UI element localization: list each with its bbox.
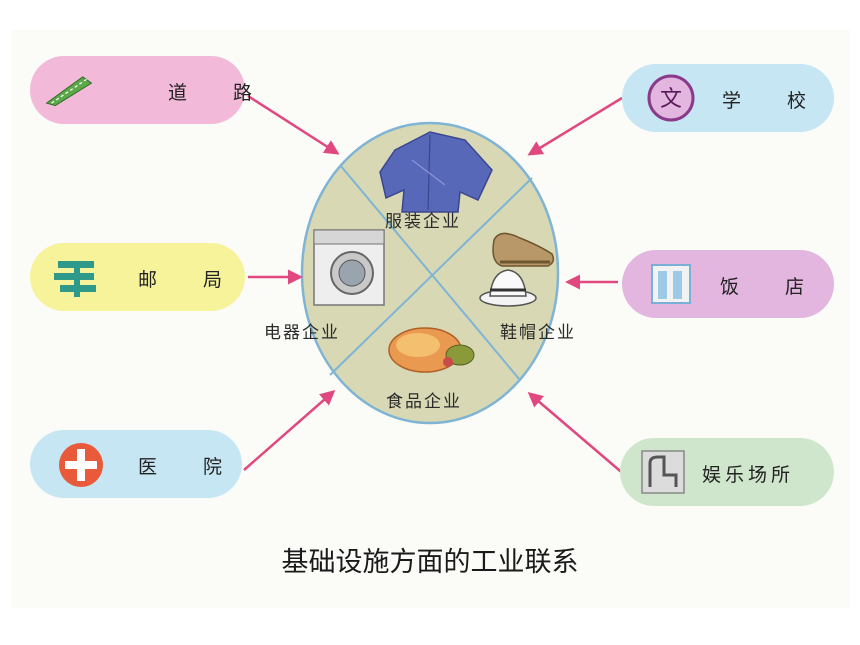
sector-label-shoes-hats: 鞋帽企业 bbox=[500, 323, 576, 343]
svg-text:文: 文 bbox=[660, 87, 682, 112]
hotel-icon bbox=[651, 264, 691, 304]
arrow-road bbox=[247, 94, 340, 155]
sector-label-appliance: 电器企业 bbox=[264, 323, 340, 343]
node-post-label: 邮 局 bbox=[138, 269, 243, 291]
post-icon bbox=[54, 261, 96, 297]
shoe-icon bbox=[492, 232, 555, 267]
node-road-label: 道 路 bbox=[168, 82, 273, 104]
hat-icon bbox=[479, 269, 537, 307]
node-hospital-label: 医 院 bbox=[138, 456, 243, 478]
arrow-hospital bbox=[243, 390, 336, 471]
center-ellipse bbox=[300, 121, 560, 425]
node-hospital: 医 院 bbox=[30, 430, 242, 498]
school-icon: 文 bbox=[647, 74, 695, 122]
arrow-entertainment bbox=[527, 392, 627, 477]
jacket-icon bbox=[379, 131, 493, 213]
node-school-label: 学 校 bbox=[722, 90, 827, 112]
food-icon bbox=[388, 327, 475, 373]
node-road: 道 路 bbox=[30, 56, 252, 124]
armchair-icon bbox=[641, 450, 685, 494]
node-entertainment: 娱乐场所 bbox=[620, 438, 834, 506]
node-hotel: 饭 店 bbox=[622, 250, 834, 318]
diagram-caption: 基础设施方面的工业联系 bbox=[281, 547, 579, 578]
node-post: 邮 局 bbox=[30, 243, 245, 311]
node-entertainment-label: 娱乐场所 bbox=[702, 464, 795, 486]
arrow-school bbox=[527, 96, 623, 156]
node-hotel-label: 饭 店 bbox=[720, 276, 825, 298]
hospital-icon bbox=[59, 443, 103, 487]
sector-label-clothing: 服装企业 bbox=[385, 212, 461, 232]
washing-machine-icon bbox=[313, 229, 385, 306]
node-school: 文 学 校 bbox=[622, 64, 834, 132]
arrows bbox=[243, 94, 627, 477]
road-icon bbox=[45, 76, 93, 107]
sector-label-food: 食品企业 bbox=[386, 392, 462, 412]
